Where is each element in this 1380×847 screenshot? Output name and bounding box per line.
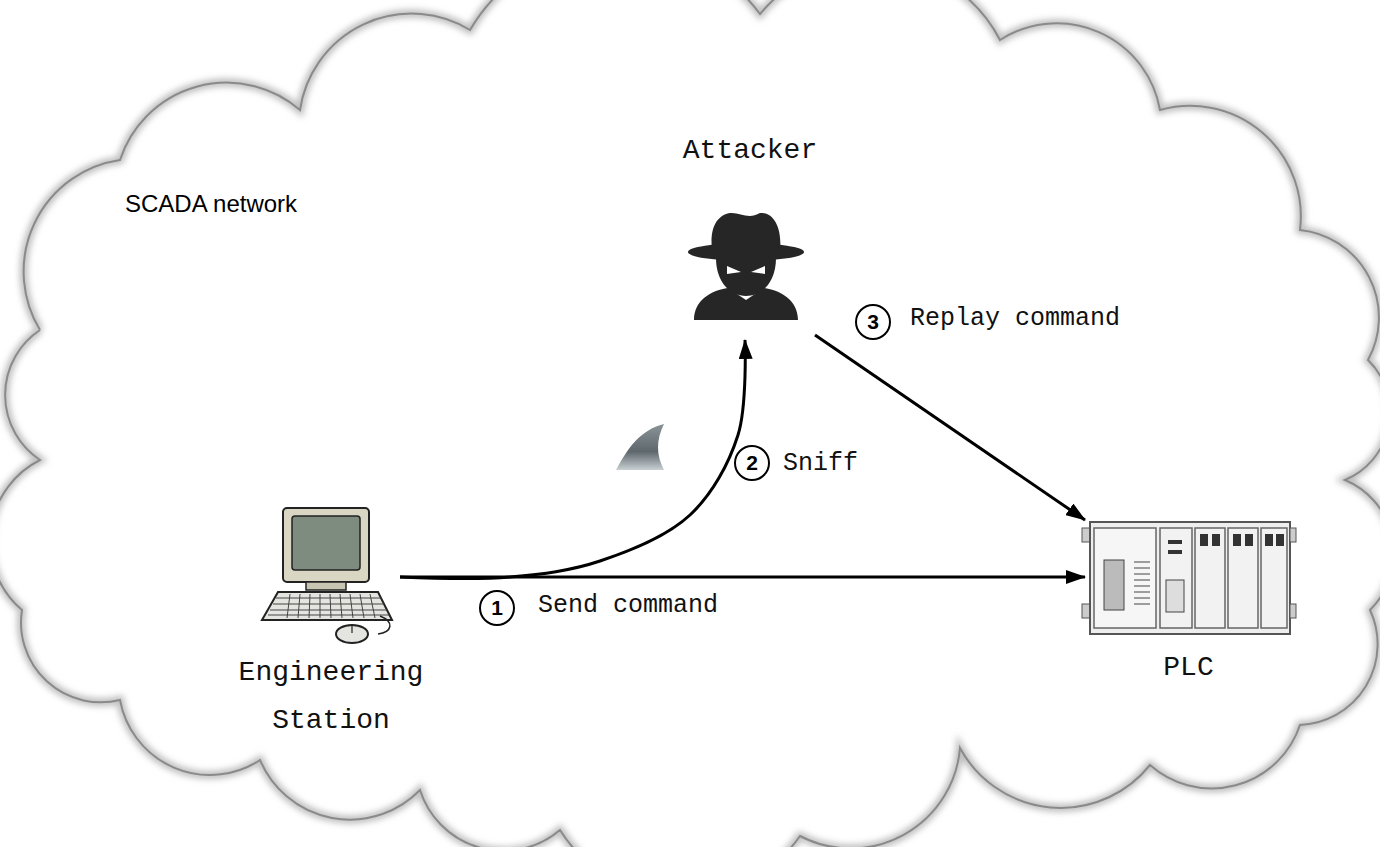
key-line [309, 594, 310, 618]
plc-icon [1265, 534, 1273, 546]
node-label: Engineering Station [214, 649, 449, 744]
connector-arrow [815, 335, 1085, 520]
key-line [298, 594, 300, 618]
key-line [360, 594, 364, 618]
plc-icon [1228, 528, 1258, 628]
computer-icon [273, 604, 384, 605]
callout-number: 1 [479, 590, 515, 626]
terminal-line [1134, 598, 1150, 599]
plc-icon [1094, 528, 1156, 628]
key-line [330, 594, 331, 618]
computer-icon [262, 592, 392, 620]
network-label: SCADA network [125, 190, 297, 218]
edge-label: Replay command [907, 304, 1123, 333]
plc-icon [1104, 560, 1124, 610]
computer-icon [283, 508, 369, 582]
callout-number: 2 [734, 445, 770, 481]
terminal-line [1134, 586, 1150, 587]
edge-label: Sniff [780, 449, 861, 478]
computer-icon [268, 598, 389, 615]
plc-icon [1090, 522, 1290, 634]
plc-icon [1245, 534, 1253, 546]
plc-icon [1290, 604, 1296, 618]
sniffer-fin-icon [616, 424, 664, 470]
plc-icon [1134, 562, 1150, 604]
plc-icon [1082, 604, 1090, 618]
node-label: Attacker [683, 127, 817, 175]
key-line [320, 594, 321, 618]
key-line [340, 594, 342, 618]
plc-icon [1082, 528, 1090, 542]
terminal-line [1134, 568, 1150, 569]
computer-icon [351, 625, 352, 633]
attacker-icon [688, 213, 804, 320]
key-line [370, 594, 375, 618]
connector-arrow [400, 340, 745, 578]
plc-icon [1276, 534, 1284, 546]
computer-icon [268, 615, 389, 616]
plc-icon [1195, 528, 1225, 628]
attacker-icon [694, 288, 798, 320]
plc-icon [1082, 522, 1296, 634]
key-line [350, 594, 353, 618]
computer-icon [276, 598, 381, 599]
computer-icon [292, 516, 360, 570]
plc-icon [1160, 528, 1192, 628]
terminal-line [1134, 592, 1150, 593]
computer-icon [306, 582, 346, 590]
attacker-node: Attacker [685, 205, 815, 340]
plc-icon [1168, 540, 1182, 544]
attacker-icon [727, 266, 741, 274]
node-label: PLC [1163, 644, 1213, 692]
station-node: Engineering Station [262, 505, 400, 645]
plc-icon [1168, 550, 1182, 554]
terminal-line [1134, 562, 1150, 563]
computer-icon [336, 625, 368, 643]
attacker-icon [751, 266, 765, 274]
plc-icon [1200, 534, 1208, 546]
plc-icon [1166, 580, 1184, 612]
plc-node: PLC [1085, 518, 1292, 640]
computer-icon [262, 508, 392, 643]
key-line [287, 594, 290, 618]
plc-icon [1168, 534, 1284, 554]
terminal-line [1134, 580, 1150, 581]
plc-icon [1261, 528, 1287, 628]
plc-icon [1290, 528, 1296, 542]
callout-number: 3 [855, 304, 891, 340]
plc-icon [1212, 534, 1220, 546]
terminal-line [1134, 604, 1150, 605]
edge-label: Send command [535, 591, 721, 620]
terminal-line [1134, 574, 1150, 575]
computer-icon [378, 616, 390, 634]
plc-icon [1233, 534, 1241, 546]
computer-icon [287, 594, 375, 618]
